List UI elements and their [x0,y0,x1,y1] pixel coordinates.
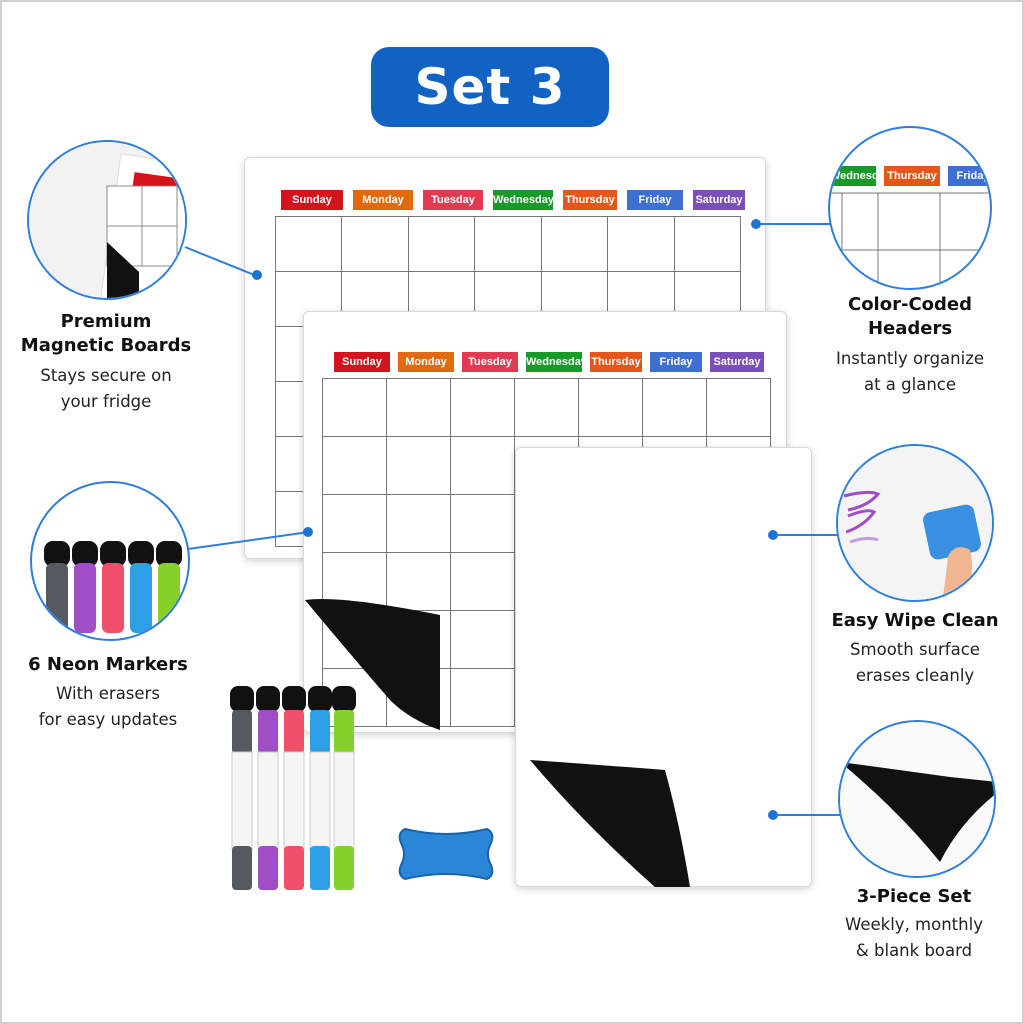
callout-wipe-sub-2: erases cleanly [855,666,975,685]
marker-pink [282,686,306,890]
callout-wipe-connector [776,534,838,536]
zoom-grid [830,192,990,288]
callout-wipe-dot [768,530,778,540]
callout-magnetic-image [27,140,187,300]
eraser [398,827,494,881]
weekday-header: Sunday [281,190,343,210]
callout-headers-sub-2: at a glance [863,375,957,394]
callout-headers-dot [751,219,761,229]
callout-pieces-dot [768,810,778,820]
zoom-header-thursday: Thursday [884,166,940,186]
weekday-header: Thursday [590,352,642,372]
callout-headers-image: Wednesday Thursday Friday [828,126,992,290]
weekday-header: Monday [398,352,454,372]
callout-markers-image [30,481,190,641]
callout-pieces-sub-2: & blank board [855,941,973,960]
weekday-header: Friday [650,352,702,372]
callout-magnetic-sub-1: Stays secure on [40,366,172,385]
wipe-zoom [838,446,992,600]
set-badge: Set 3 [371,47,609,127]
weekday-header: Saturday [710,352,764,372]
zoom-header-friday: Friday [948,166,990,186]
callout-markers-dot [303,527,313,537]
callout-wipe-title: Easy Wipe Clean [831,610,999,631]
weekday-headers-front: Sunday Monday Tuesday Wednesday Thursday… [334,352,764,372]
weekday-header: Saturday [693,190,745,210]
marker-set [230,686,356,890]
marker-blue [308,686,332,890]
weekday-header: Wednesday [526,352,587,372]
pieces-zoom [840,722,994,876]
callout-headers-sub-1: Instantly organize [835,349,985,368]
callout-magnetic-title-1: Premium [60,311,152,332]
weekday-header: Wednesday [493,190,554,210]
weekday-headers-back: Sunday Monday Tuesday Wednesday Thursday… [281,190,745,210]
marker-green [332,686,356,890]
magnetic-board-zoom [29,142,185,298]
callout-wipe-image [836,444,994,602]
callout-wipe-sub-1: Smooth surface [850,640,980,659]
callout-markers-title: 6 Neon Markers [28,654,188,675]
callout-markers-sub-1: With erasers [56,684,160,703]
weekday-header: Sunday [334,352,390,372]
weekday-header: Tuesday [423,190,483,210]
callout-pieces-image [838,720,996,878]
magnet-backing-curl [305,599,440,730]
callout-pieces-connector [776,814,840,816]
marker-purple [256,686,280,890]
weekday-header: Friday [627,190,683,210]
callout-headers-title-1: Color-Coded [847,294,972,315]
zoom-header-wednesday: Wednesday [830,166,891,186]
weekday-header: Monday [353,190,413,210]
callout-pieces-sub-1: Weekly, monthly [845,915,983,934]
callout-magnetic-dot [252,270,262,280]
callout-markers-sub-2: for easy updates [38,710,178,729]
weekday-header: Tuesday [462,352,518,372]
callout-pieces-title: 3-Piece Set [856,886,972,907]
callout-magnetic-title-2: Magnetic Boards [20,335,192,356]
marker-gray [230,686,254,890]
callout-magnetic-sub-2: your fridge [60,392,152,411]
blank-board-curl [530,760,690,887]
callout-headers-title-2: Headers [867,318,953,339]
weekday-header: Thursday [563,190,617,210]
callout-headers-connector [760,223,830,225]
markers-zoom [44,541,182,633]
